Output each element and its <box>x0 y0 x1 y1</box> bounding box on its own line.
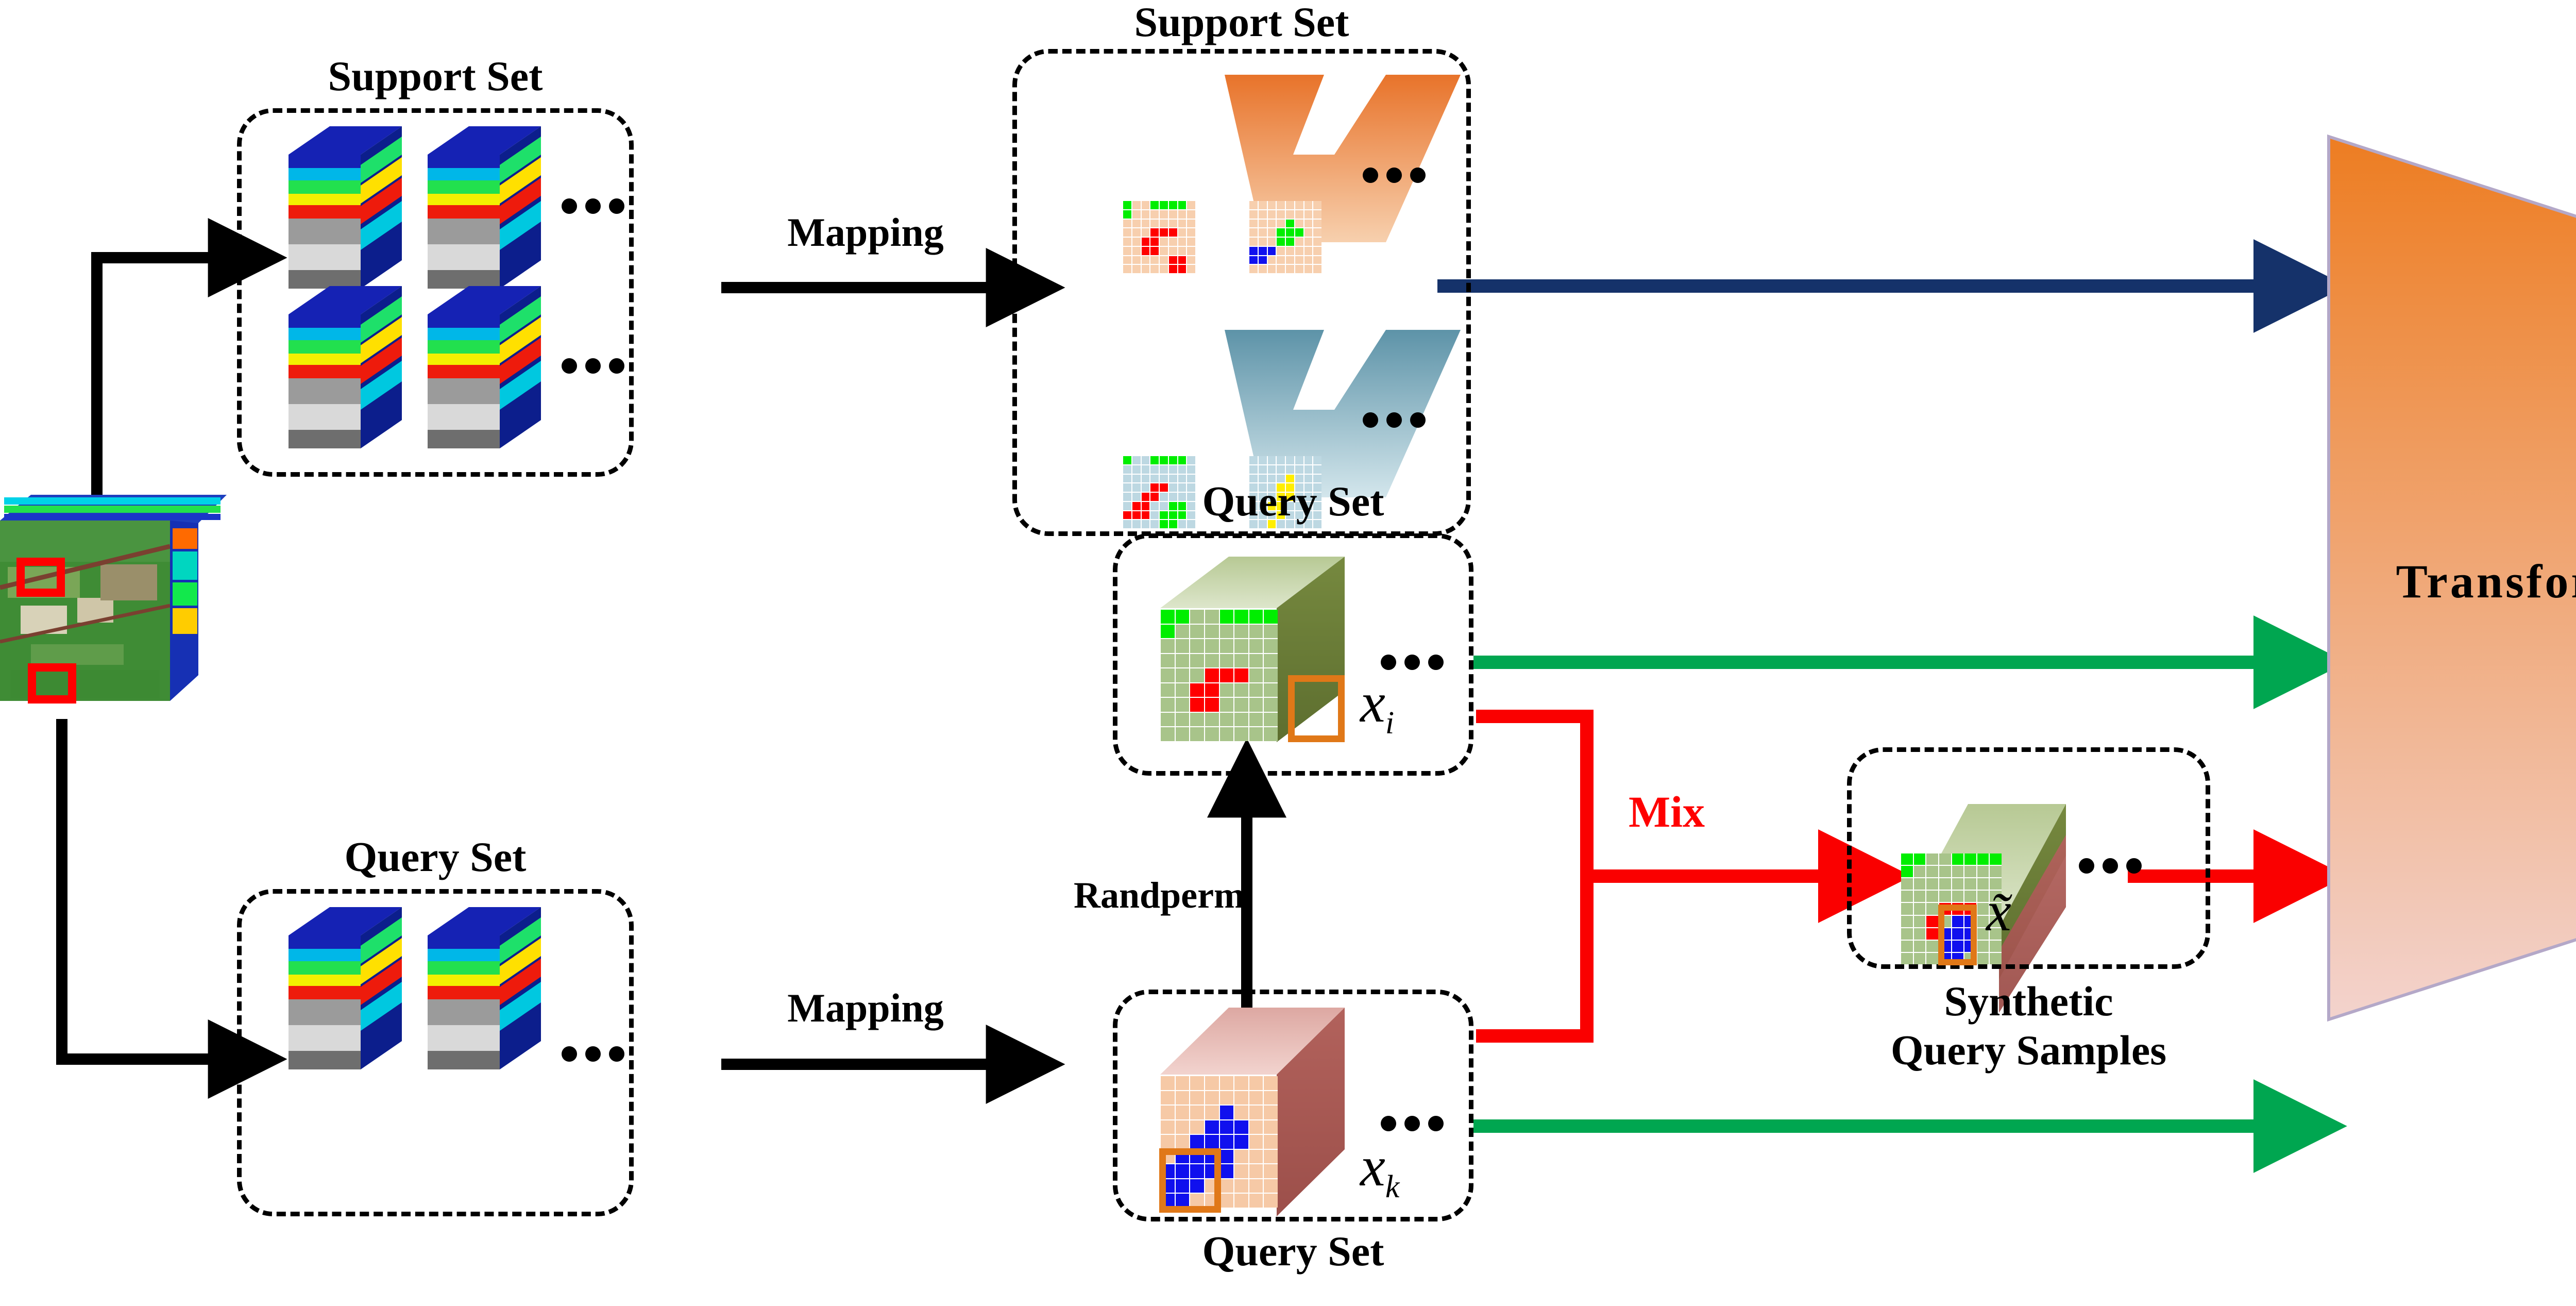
support-set-mapped-title: Support Set <box>1134 0 1349 45</box>
query-xi-highlight-box <box>1288 675 1345 742</box>
support-mapped-orange-slab <box>1225 75 1461 242</box>
support-raw-cube-2 <box>428 126 541 289</box>
query-set-xk-title: Query Set <box>1202 1228 1384 1275</box>
support-patch-blue-b <box>1249 456 1321 528</box>
mapping-top-label: Mapping <box>787 210 944 255</box>
support-patch-orange-a <box>1123 201 1195 273</box>
x-k-query-label: xk <box>1360 1134 1399 1205</box>
synthetic-query-samples-title-line2: Query Samples <box>1890 1027 2167 1074</box>
synthetic-query-samples-box <box>1847 747 2210 969</box>
transformer-label: Transformer <box>2396 555 2576 608</box>
mix-red-route <box>1476 710 1912 1043</box>
x-i-query-base: x <box>1360 671 1385 734</box>
query-set-xi-box <box>1113 533 1473 776</box>
ellipsis-query-raw <box>562 1046 624 1062</box>
query-set-raw-box <box>237 889 634 1216</box>
transformer-shape <box>2327 134 2576 1022</box>
hsi-input-cube <box>0 495 227 704</box>
x-k-query-base: x <box>1360 1135 1385 1198</box>
x-i-query-sub: i <box>1385 706 1395 741</box>
ellipsis-support-mapped-row1 <box>1363 168 1426 183</box>
mix-label: Mix <box>1628 787 1705 836</box>
support-patch-orange-b <box>1249 201 1321 273</box>
query-xk-patch <box>1161 1076 1278 1208</box>
support-set-mapped-box <box>1012 49 1471 536</box>
support-set-raw-title: Support Set <box>328 53 543 99</box>
ellipsis-query-xi <box>1381 655 1444 670</box>
query-xi-patch <box>1161 610 1278 741</box>
query-xk-slab <box>1160 1008 1345 1216</box>
query-set-raw-title: Query Set <box>344 833 527 880</box>
randperm-label: Randperm <box>1073 875 1245 916</box>
ellipsis-synthetic <box>2079 858 2142 874</box>
x-i-query-label: xi <box>1360 670 1394 742</box>
support-set-raw-box <box>237 108 634 477</box>
ellipsis-query-xk <box>1381 1116 1444 1131</box>
support-patch-blue-a <box>1123 456 1195 528</box>
support-mapped-blue-slab <box>1225 330 1461 497</box>
input-to-support-arrow <box>91 218 287 562</box>
mapping-bottom-label: Mapping <box>787 985 944 1030</box>
support-raw-cube-4 <box>428 286 541 448</box>
synthetic-patch <box>1901 853 2002 964</box>
query-set-xi-title: Query Set <box>1202 478 1384 525</box>
query-raw-cube-2 <box>428 907 541 1069</box>
support-raw-cube-1 <box>289 126 402 289</box>
x-tilde-label: x̃ <box>1986 880 2011 943</box>
ellipsis-support-raw-row2 <box>562 358 624 374</box>
query-raw-cube-1 <box>289 907 402 1069</box>
input-to-query-arrow <box>56 719 287 1099</box>
support-raw-cube-3 <box>289 286 402 448</box>
synthetic-query-samples-title-line1: Synthetic <box>1944 978 2113 1025</box>
x-k-query-sub: k <box>1385 1169 1400 1204</box>
query-xk-highlight-box <box>1159 1148 1221 1213</box>
synthetic-highlight-box <box>1938 905 1977 965</box>
query-set-xk-box <box>1113 990 1473 1221</box>
ellipsis-support-mapped-row2 <box>1363 412 1426 428</box>
ellipsis-support-raw-row1 <box>562 198 624 214</box>
